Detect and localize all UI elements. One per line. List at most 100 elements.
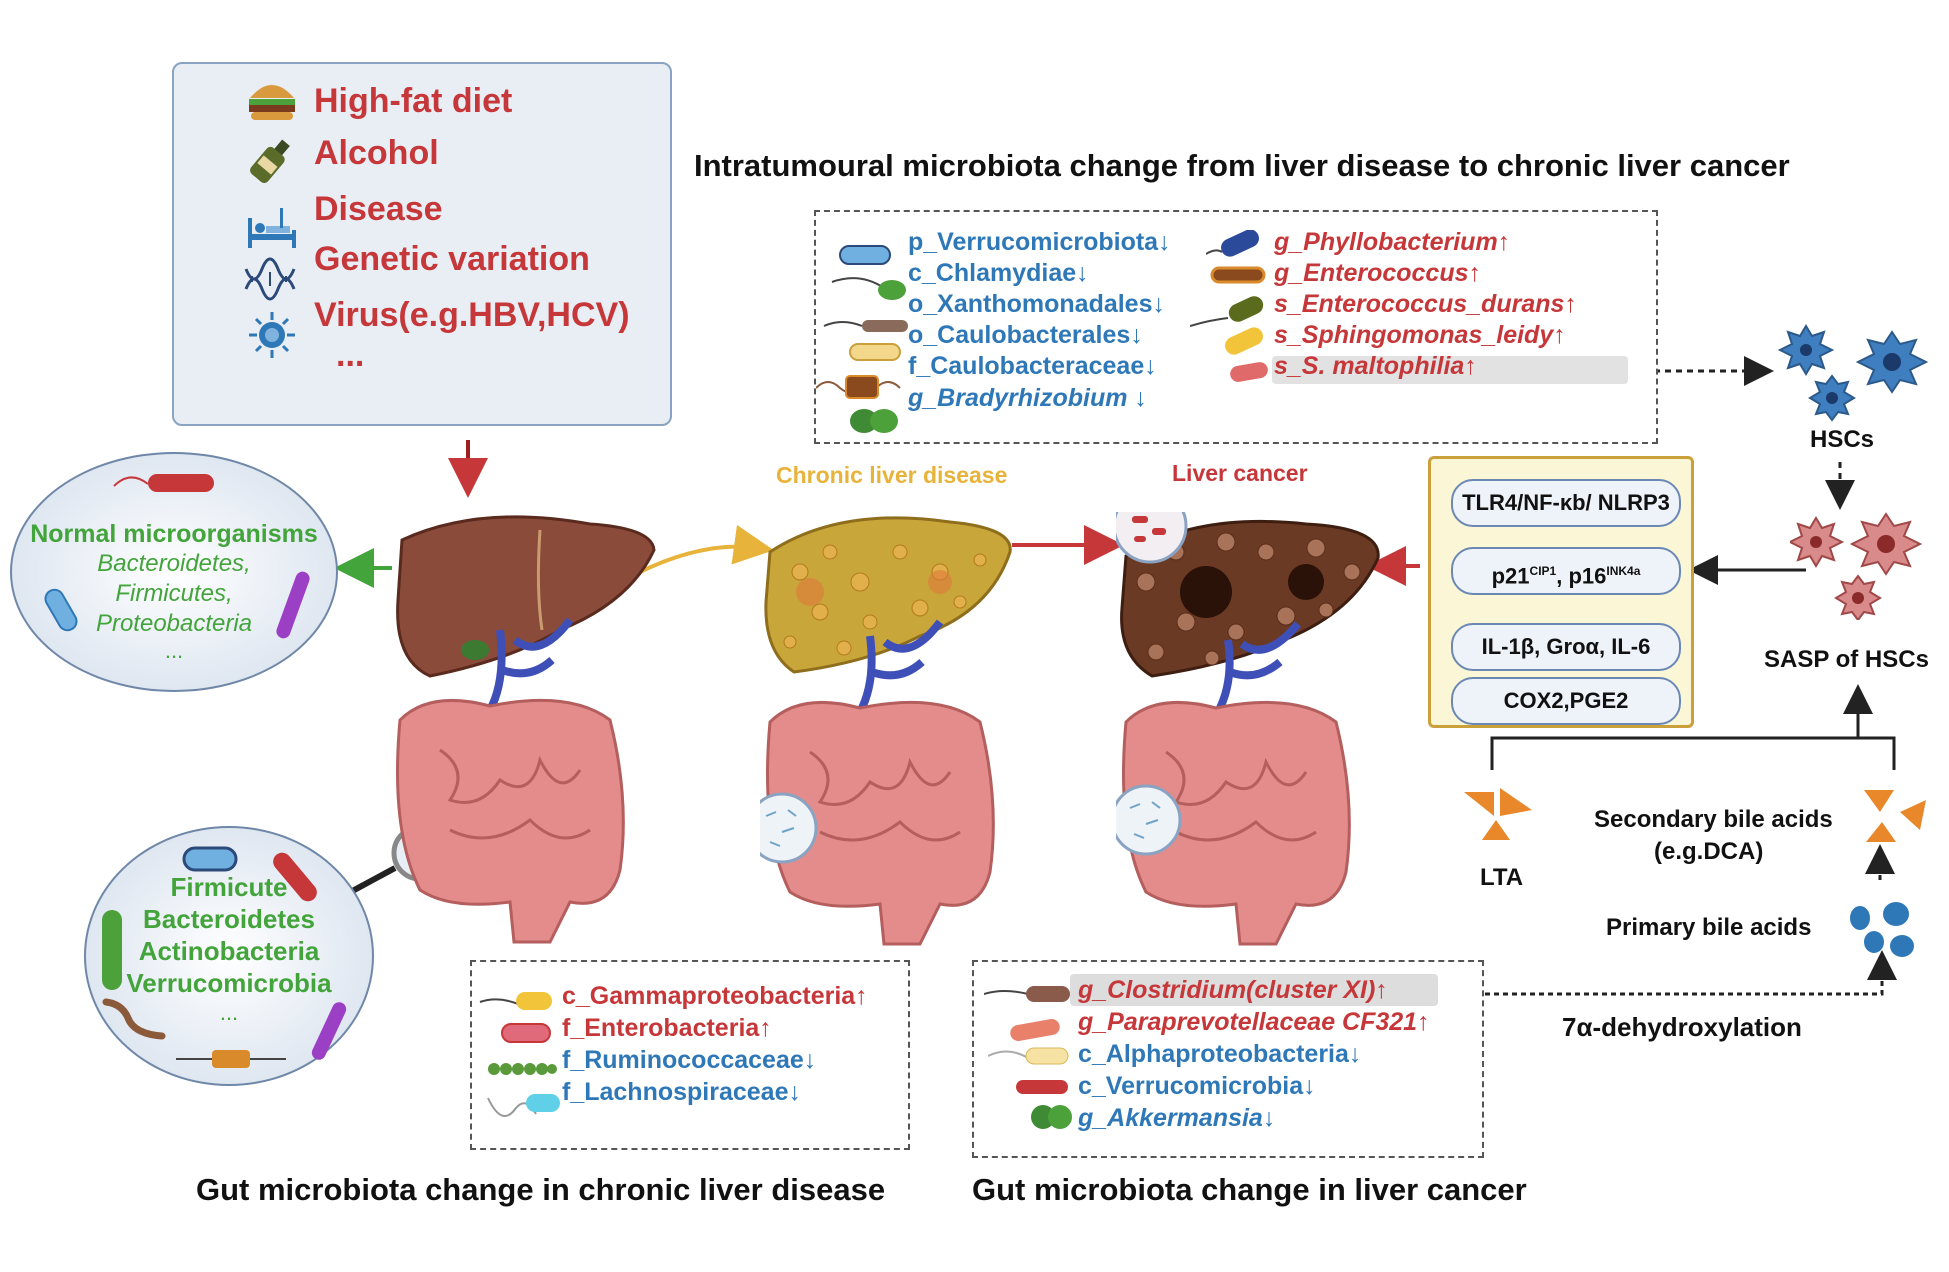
gut-chronic-item-4: f_Lachnospiraceae↓ [562, 1078, 801, 1106]
normal-microorganisms-ellipse: Normal microorganisms Bacteroidetes, Fir… [10, 452, 338, 692]
intratumoural-right-3: s_Enterococcus_durans↑ [1274, 290, 1577, 318]
secondary-bile-label-1: Secondary bile acids [1594, 806, 1833, 833]
lta-icon [1464, 788, 1532, 840]
bacterium-icon-9 [1190, 296, 1264, 327]
bacterium-yellow-icon [479, 992, 552, 1010]
gut-chronic-item-1: c_Gammaproteobacteria↑ [562, 982, 868, 1010]
gut-chronic-title: Gut microbiota change in chronic liver d… [196, 1172, 886, 1207]
bacterium-cyan-icon [487, 1094, 560, 1117]
bacterium-purple-icon [276, 571, 310, 639]
bacterium-red-icon [113, 474, 214, 492]
gut-cancer-item-1: g_Clostridium(cluster XI)↑ [1078, 976, 1388, 1004]
sasp-cells [1790, 512, 1923, 620]
chronic-liver-gut [760, 516, 1012, 946]
risk-more-ellipsis: ... [336, 336, 365, 374]
risk-virus: Virus(e.g.HBV,HCV) [314, 296, 630, 334]
healthy-liver-gut [396, 515, 656, 944]
bacterium-blue-rod-icon [182, 846, 238, 872]
intratumoural-microbe-inset [1116, 512, 1188, 564]
bacterium-salmon-icon [1010, 1019, 1060, 1041]
chronic-gut-microbe-inset [760, 792, 818, 864]
risk-factor-box: High-fat diet Alcohol Disease Genetic va… [172, 62, 672, 426]
hsc-cells [1777, 324, 1929, 422]
stage-cancer-label: Liver cancer [1172, 460, 1308, 486]
bacterium-icon-5 [816, 375, 901, 399]
gut-microbes-ellipse: Firmicute Bacteroidetes Actinobacteria V… [84, 826, 374, 1086]
intratumoural-right-2: g_Enterococcus↑ [1274, 259, 1482, 287]
gut-cancer-item-5: g_Akkermansia↓ [1078, 1104, 1276, 1132]
bacterium-brown-spiral-icon [102, 998, 166, 1040]
pathway-box: TLR4/NF-κb/ NLRP3 p21CIP1, p16INK4a IL-1… [1428, 456, 1694, 728]
bacterium-red-curved-icon [273, 852, 317, 902]
bacterium-blue-icon [44, 588, 78, 632]
cancer-liver-gut [1116, 512, 1380, 946]
pathway-tlr4: TLR4/NF-κb/ NLRP3 [1451, 479, 1681, 527]
intratumoural-left-3: o_Xanthomonadales↓ [908, 290, 1165, 318]
normal-item-3: Proteobacteria [95, 610, 253, 637]
bacterium-red-rod-icon [1016, 1080, 1068, 1094]
bacterium-icon-10 [1225, 327, 1263, 355]
gut-item-2: Bacteroidetes [143, 904, 315, 934]
gut-cancer-item-2: g_Paraprevotellaceae CF321↑ [1078, 1008, 1430, 1036]
normal-item-1: Bacteroidetes, [97, 550, 251, 577]
intratumoural-right-1: g_Phyllobacterium↑ [1274, 228, 1511, 256]
cancer-intestine [1122, 700, 1351, 946]
hsc-label: HSCs [1810, 426, 1875, 453]
bacterium-green-pair-icon [1031, 1105, 1072, 1129]
stage-chronic-label: Chronic liver disease [776, 462, 1008, 488]
bacterium-pale-icon [988, 1047, 1069, 1065]
bacterium-icon-7 [1206, 230, 1259, 257]
maltophilia-highlight [1272, 356, 1628, 384]
normal-more: ... [164, 638, 184, 663]
patient-bed-icon [248, 208, 296, 248]
normal-item-2: Firmicutes, [115, 580, 233, 607]
gut-cancer-title: Gut microbiota change in liver cancer [972, 1172, 1527, 1207]
sasp-label: SASP of HSCs [1764, 646, 1929, 673]
virus-icon [249, 312, 295, 358]
gut-cancer-item-4: c_Verrucomicrobia↓ [1078, 1072, 1316, 1100]
gut-more: ... [219, 1000, 239, 1025]
intratumoural-left-5: f_Caulobacteraceae↓ [908, 352, 1157, 380]
bacterium-icon-8 [1210, 266, 1266, 284]
pathway-cox2: COX2,PGE2 [1451, 677, 1681, 725]
primary-bile-icon [1850, 902, 1914, 957]
bacterium-purple-rod-icon [311, 1002, 347, 1060]
lta-bile-bracket [1490, 736, 1896, 770]
bacterium-icon-4 [849, 343, 901, 361]
gut-item-4: Verrucomicrobia [126, 968, 332, 998]
intratumoural-right-5: s_S. maltophilia↑ [1274, 352, 1477, 380]
risk-alcohol: Alcohol [314, 134, 439, 172]
healthy-intestine [396, 698, 625, 944]
risk-high-fat-diet: High-fat diet [314, 82, 513, 120]
dna-icon [244, 257, 296, 301]
pathway-p21-p16: p21CIP1, p16INK4a [1451, 547, 1681, 595]
bacterium-orange-icon [176, 1050, 286, 1068]
gut-chronic-box: c_Gammaproteobacteria↑ f_Enterobacteria↑… [470, 960, 910, 1150]
gut-chronic-item-2: f_Enterobacteria↑ [562, 1014, 772, 1042]
gut-item-1: Firmicute [170, 872, 288, 902]
burger-icon [249, 85, 295, 120]
cancer-liver [1120, 519, 1380, 678]
bacterium-green-icon [102, 910, 122, 990]
intratumoural-left-2: c_Chlamydiae↓ [908, 259, 1089, 287]
bacterium-icon-6 [850, 409, 898, 433]
intratumoural-title: Intratumoural microbiota change from liv… [694, 148, 1790, 183]
lta-label: LTA [1480, 864, 1524, 891]
normal-microorganisms-title: Normal microorganisms [30, 520, 318, 548]
intratumoural-right-4: s_Sphingomonas_leidy↑ [1274, 321, 1566, 349]
secondary-bile-label-2: (e.g.DCA) [1654, 838, 1764, 865]
pathway-cytokines: IL-1β, Groα, IL-6 [1451, 623, 1681, 671]
clostridium-to-bile-arrow [1440, 950, 1897, 996]
intratumoural-box: p_Verrucomicrobiota↓ c_Chlamydiae↓ o_Xan… [814, 210, 1658, 444]
primary-bile-label: Primary bile acids [1606, 914, 1812, 941]
clostridium-highlight [1070, 974, 1438, 1006]
risk-disease: Disease [314, 190, 443, 228]
bacterium-icon-3 [823, 320, 908, 332]
bacterium-pink-icon [501, 1023, 551, 1043]
gut-cancer-box: g_Clostridium(cluster XI)↑ g_Paraprevote… [972, 960, 1484, 1158]
gut-cancer-item-3: c_Alphaproteobacteria↓ [1078, 1040, 1362, 1068]
secondary-bile-icon [1864, 790, 1926, 842]
bacterium-icon-11 [1230, 362, 1268, 382]
wine-bottle-icon [250, 139, 290, 184]
chronic-intestine [766, 700, 995, 946]
